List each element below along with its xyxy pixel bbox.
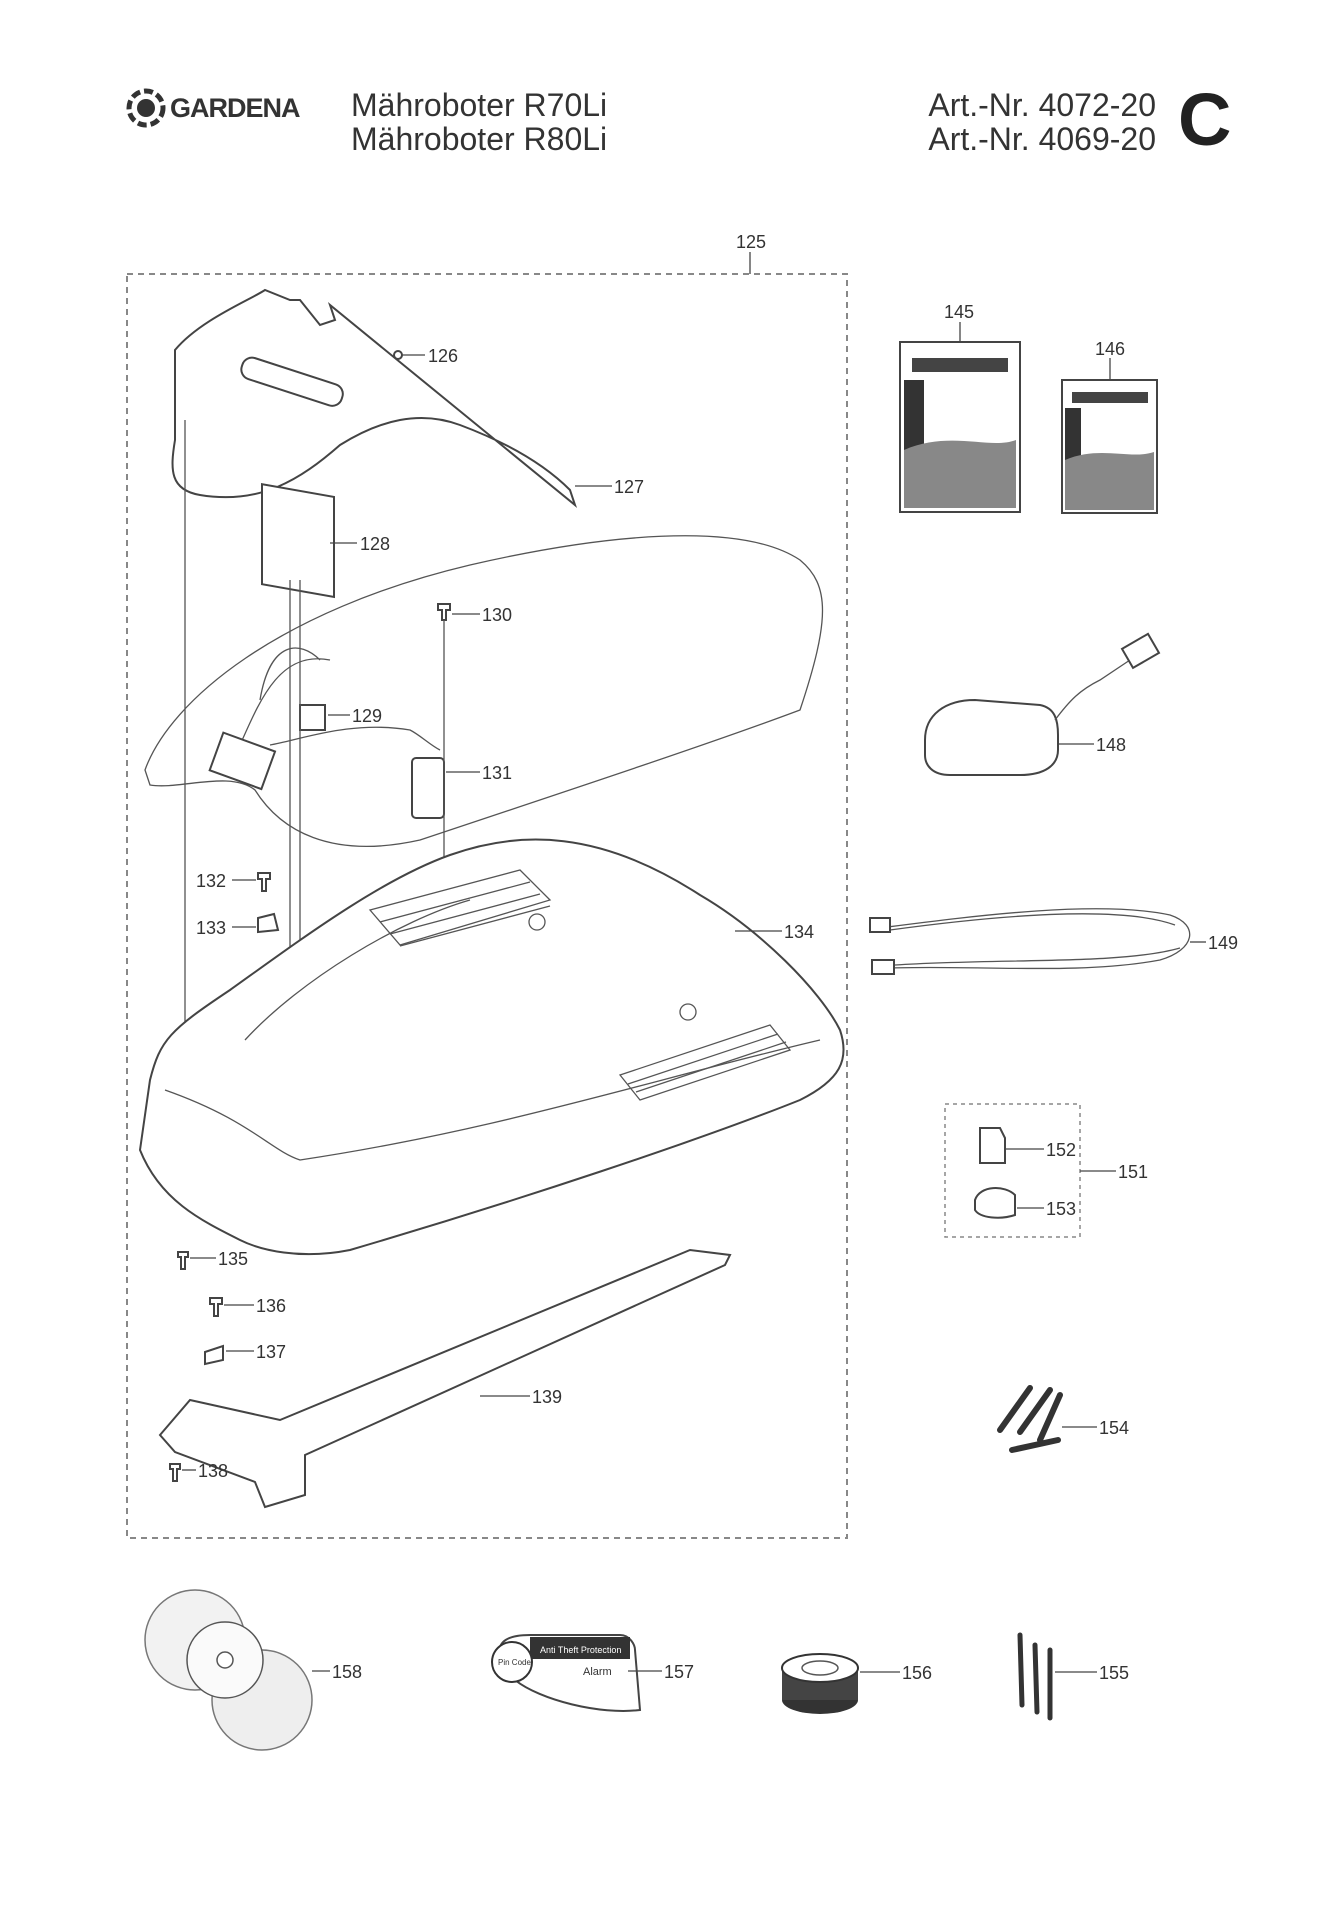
screw-138 (169, 1463, 181, 1482)
part-label-149: 149 (1208, 933, 1238, 953)
part-label-148: 148 (1096, 735, 1126, 755)
wiring-harness-129 (239, 647, 441, 751)
connector-129 (299, 704, 326, 731)
article-number: Art.-Nr. 4072-20 (928, 87, 1156, 123)
product-title: Mähroboter R80Li (351, 121, 608, 157)
brand-name: GARDENA (170, 92, 301, 123)
part-label-146: 146 (1095, 339, 1125, 359)
sticker-pin-code: Pin Code (498, 1658, 531, 1667)
clip-137 (204, 1344, 224, 1366)
article-number: Art.-Nr. 4069-20 (928, 121, 1156, 157)
bumper-rail-139 (158, 1248, 732, 1509)
handle-cover-127 (171, 288, 578, 508)
part-label-138: 138 (198, 1461, 228, 1481)
pegs-154 (997, 1385, 1063, 1453)
chassis-cover-134 (138, 838, 845, 1256)
gasket-outline (144, 535, 824, 847)
part-label-158: 158 (332, 1662, 362, 1682)
part-label-153: 153 (1046, 1199, 1076, 1219)
part-label-132: 132 (196, 871, 226, 891)
cds-158 (144, 1589, 313, 1751)
part-label-126: 126 (428, 346, 458, 366)
part-label-152: 152 (1046, 1140, 1076, 1160)
anti-theft-sticker-157: Anti Theft Protection Pin Code Alarm (491, 1634, 642, 1712)
part-label-127: 127 (614, 477, 644, 497)
part-label-145: 145 (944, 302, 974, 322)
wire-spool-156 (781, 1653, 859, 1714)
bracket-131 (411, 757, 445, 819)
manual-146 (1061, 379, 1158, 514)
part-label-137: 137 (256, 1342, 286, 1362)
part-label-133: 133 (196, 918, 226, 938)
part-label-129: 129 (352, 706, 382, 726)
part-label-151: 151 (1118, 1162, 1148, 1182)
part-label-125: 125 (736, 232, 766, 252)
gardena-logo: GARDENA (126, 88, 301, 128)
part-label-154: 154 (1099, 1418, 1129, 1438)
part-label-156: 156 (902, 1663, 932, 1683)
vent-grille-right (618, 1024, 792, 1101)
connector-block (208, 731, 277, 791)
screws-155 (1017, 1632, 1053, 1721)
screw-136 (209, 1297, 223, 1317)
assembly-box-125 (126, 273, 848, 1539)
vent-grille-top (368, 869, 552, 947)
product-titles: Mähroboter R70Li Mähroboter R80Li (351, 88, 607, 156)
screw-130 (437, 603, 451, 621)
product-title: Mähroboter R70Li (351, 87, 608, 123)
handle-grip (240, 356, 344, 407)
connector-152 (979, 1127, 1006, 1164)
sheet-letter: C (1178, 78, 1232, 161)
part-label-136: 136 (256, 1296, 286, 1316)
low-voltage-cable-149 (869, 908, 1191, 975)
gardena-flower-icon (126, 88, 166, 128)
part-label-155: 155 (1099, 1663, 1129, 1683)
part-label-139: 139 (532, 1387, 562, 1407)
sticker-heading: Anti Theft Protection (540, 1645, 621, 1655)
power-supply-148 (924, 632, 1161, 776)
article-numbers: Art.-Nr. 4072-20 Art.-Nr. 4069-20 (928, 88, 1156, 156)
part-label-157: 157 (664, 1662, 694, 1682)
sticker-alarm: Alarm (583, 1666, 612, 1678)
rating-plate-128 (261, 483, 335, 599)
part-label-135: 135 (218, 1249, 248, 1269)
part-label-130: 130 (482, 605, 512, 625)
connector-153 (974, 1187, 1016, 1219)
manual-145 (899, 341, 1021, 513)
part-label-134: 134 (784, 922, 814, 942)
clip-133 (257, 912, 280, 934)
screw-132 (257, 872, 271, 892)
part-label-131: 131 (482, 763, 512, 783)
part-label-128: 128 (360, 534, 390, 554)
screw-135 (177, 1251, 189, 1270)
